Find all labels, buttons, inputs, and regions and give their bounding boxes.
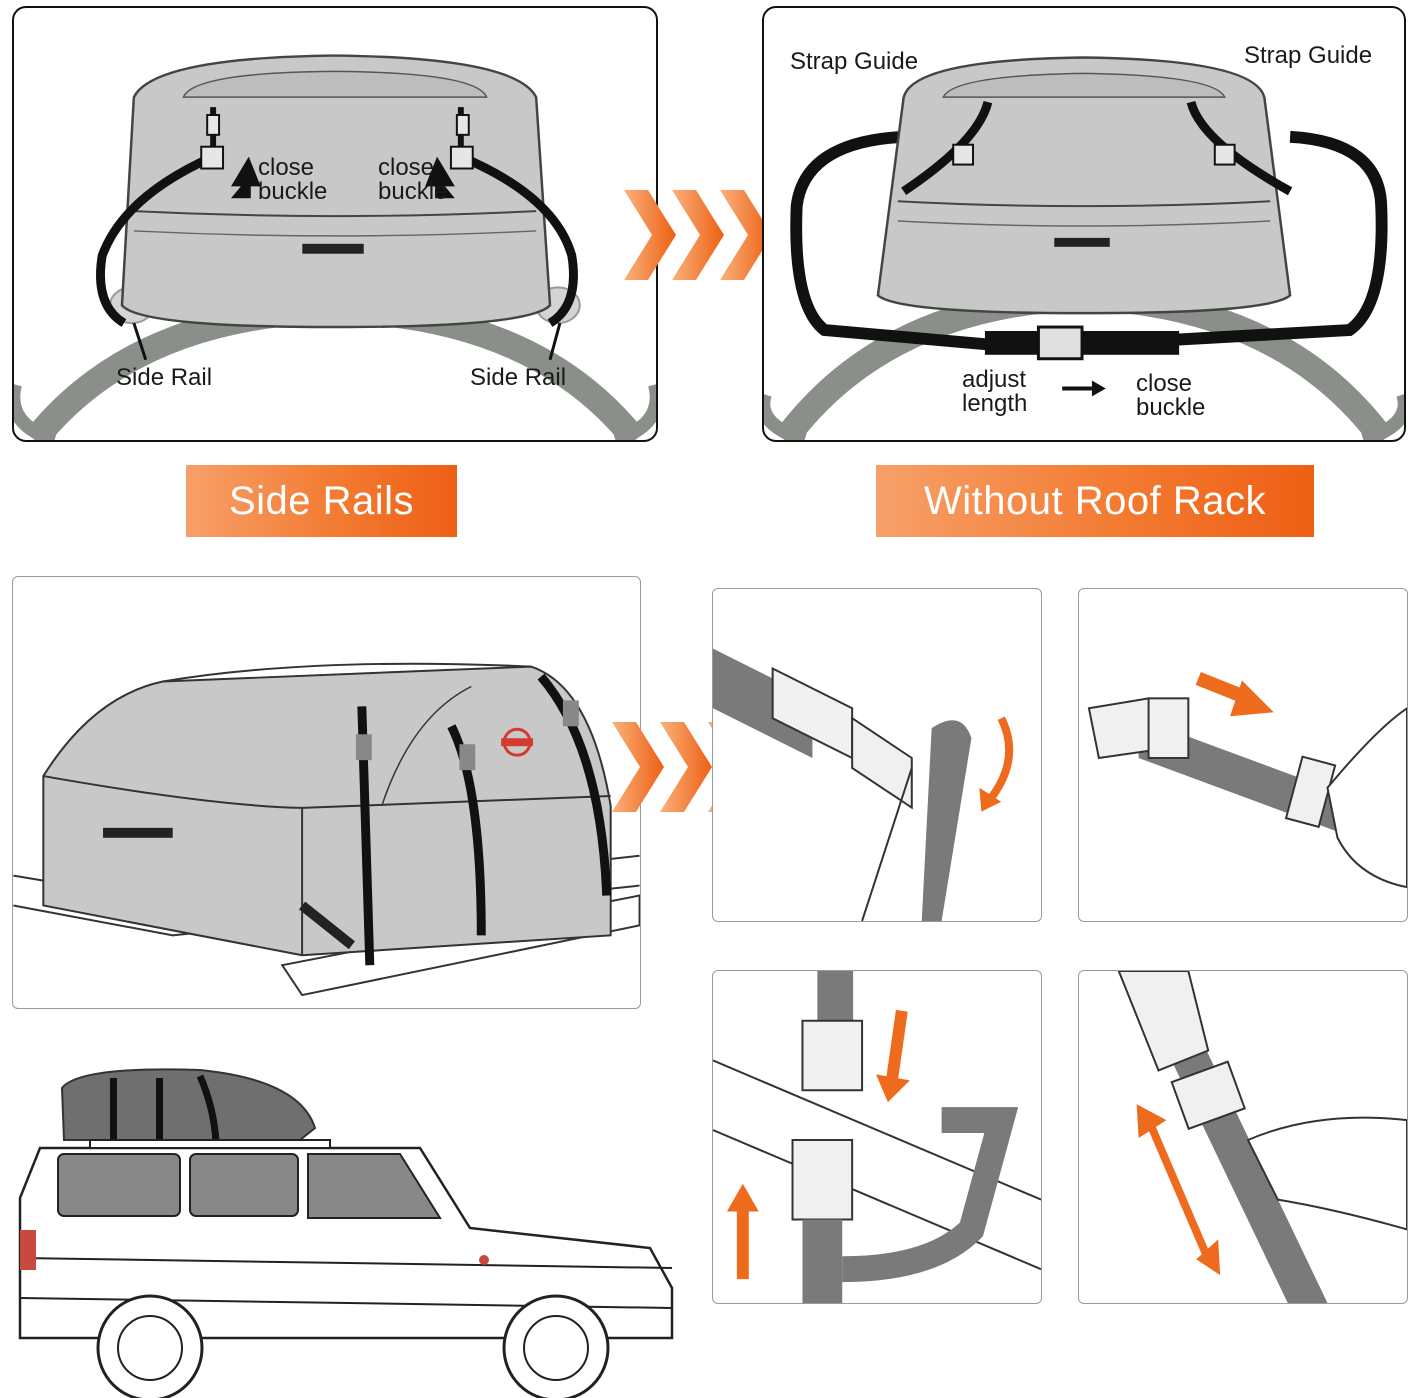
close-buckle-left-label: close buckle: [258, 154, 328, 205]
brand-logo-icon: [501, 727, 534, 757]
chevron-right-icon: [624, 190, 772, 280]
step-thread-strap-illustration: [713, 648, 1014, 921]
step-pull-strap-illustration: [1087, 672, 1407, 889]
side-rails-illustration: [14, 54, 656, 440]
step-connect-buckle-illustration: [713, 971, 1041, 1303]
close-buckle-right-label: close buckle: [378, 154, 448, 205]
side-rail-right-label: Side Rail: [470, 364, 567, 391]
side-rail-left-label: Side Rail: [116, 364, 213, 391]
step-adjust-strap-panel: [1078, 970, 1408, 1304]
without-rack-diagram: Strap Guide Strap Guide adjust length cl…: [762, 6, 1406, 442]
strap-guide-right-label: Strap Guide: [1244, 42, 1373, 69]
adjust-length-label: adjust length: [962, 366, 1028, 417]
buckle-icon: [200, 114, 474, 170]
side-rails-diagram: close buckle close buckle Side Rail Side…: [12, 6, 658, 442]
step-thread-strap-panel: [712, 588, 1042, 922]
arrow-icon: [1062, 380, 1106, 397]
step-connect-buckle-panel: [712, 970, 1042, 1304]
close-buckle-label: close buckle: [1136, 370, 1206, 421]
step-pull-strap-panel: [1078, 588, 1408, 922]
car-with-roof-bag-illustration: [18, 1068, 674, 1398]
step-adjust-strap-illustration: [1117, 971, 1407, 1303]
strap-guide-left-label: Strap Guide: [790, 48, 919, 75]
side-rails-banner: Side Rails: [186, 465, 457, 537]
bag-on-roof-illustration: [13, 662, 640, 997]
bag-on-roof-diagram: [12, 576, 641, 1009]
without-rack-illustration: [764, 56, 1404, 440]
arrow-icon: [230, 156, 455, 199]
without-roof-rack-banner: Without Roof Rack: [876, 465, 1314, 537]
